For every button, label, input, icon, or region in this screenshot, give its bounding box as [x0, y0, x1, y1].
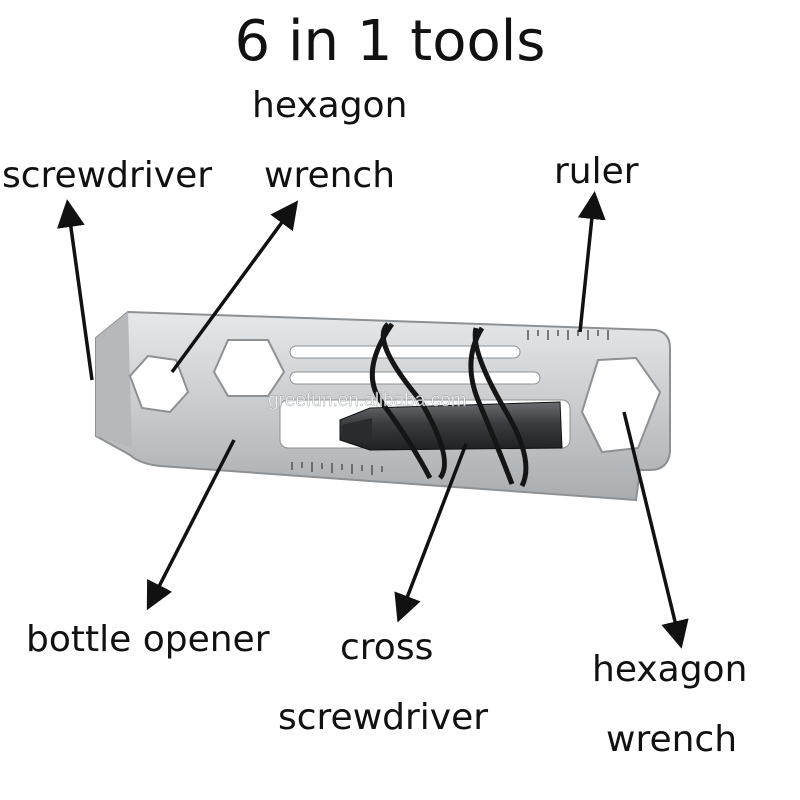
elastic-bands: [369, 322, 529, 488]
arrow-bottle-opener: [146, 439, 236, 611]
slot: [289, 371, 541, 385]
hex-hole-right: [580, 356, 662, 454]
label-hex-wrench-top-line1: hexagon: [252, 85, 408, 126]
label-screwdriver: screwdriver: [2, 155, 213, 196]
arrow-hex-wrench-top: [170, 200, 299, 374]
watermark: greefun.en.alibaba.com: [268, 390, 467, 411]
arrow-screwdriver: [57, 199, 94, 381]
label-hex-wrench-bottom-line2: wrench: [606, 719, 738, 760]
hex-hole-middle: [212, 339, 286, 397]
label-hex-wrench-top-line2: wrench: [264, 155, 396, 196]
label-hex-wrench-bottom-line1: hexagon: [592, 649, 748, 690]
screwdriver-edge: [96, 312, 132, 448]
label-ruler: ruler: [554, 151, 639, 192]
label-cross-screwdriver-line2: screwdriver: [278, 697, 489, 738]
page-title: 6 in 1 tools: [234, 9, 546, 74]
label-cross-screwdriver-line1: cross: [340, 627, 434, 668]
label-bottle-opener: bottle opener: [26, 619, 270, 660]
arrow-cross-screwdriver: [394, 443, 468, 623]
ruler-ticks-top: [527, 330, 609, 340]
callout-arrows: [57, 191, 689, 649]
slot: [289, 345, 521, 359]
ruler-ticks-bottom: [291, 462, 383, 475]
arrow-hex-wrench-bottom: [622, 411, 689, 649]
arrow-ruler: [577, 191, 606, 333]
